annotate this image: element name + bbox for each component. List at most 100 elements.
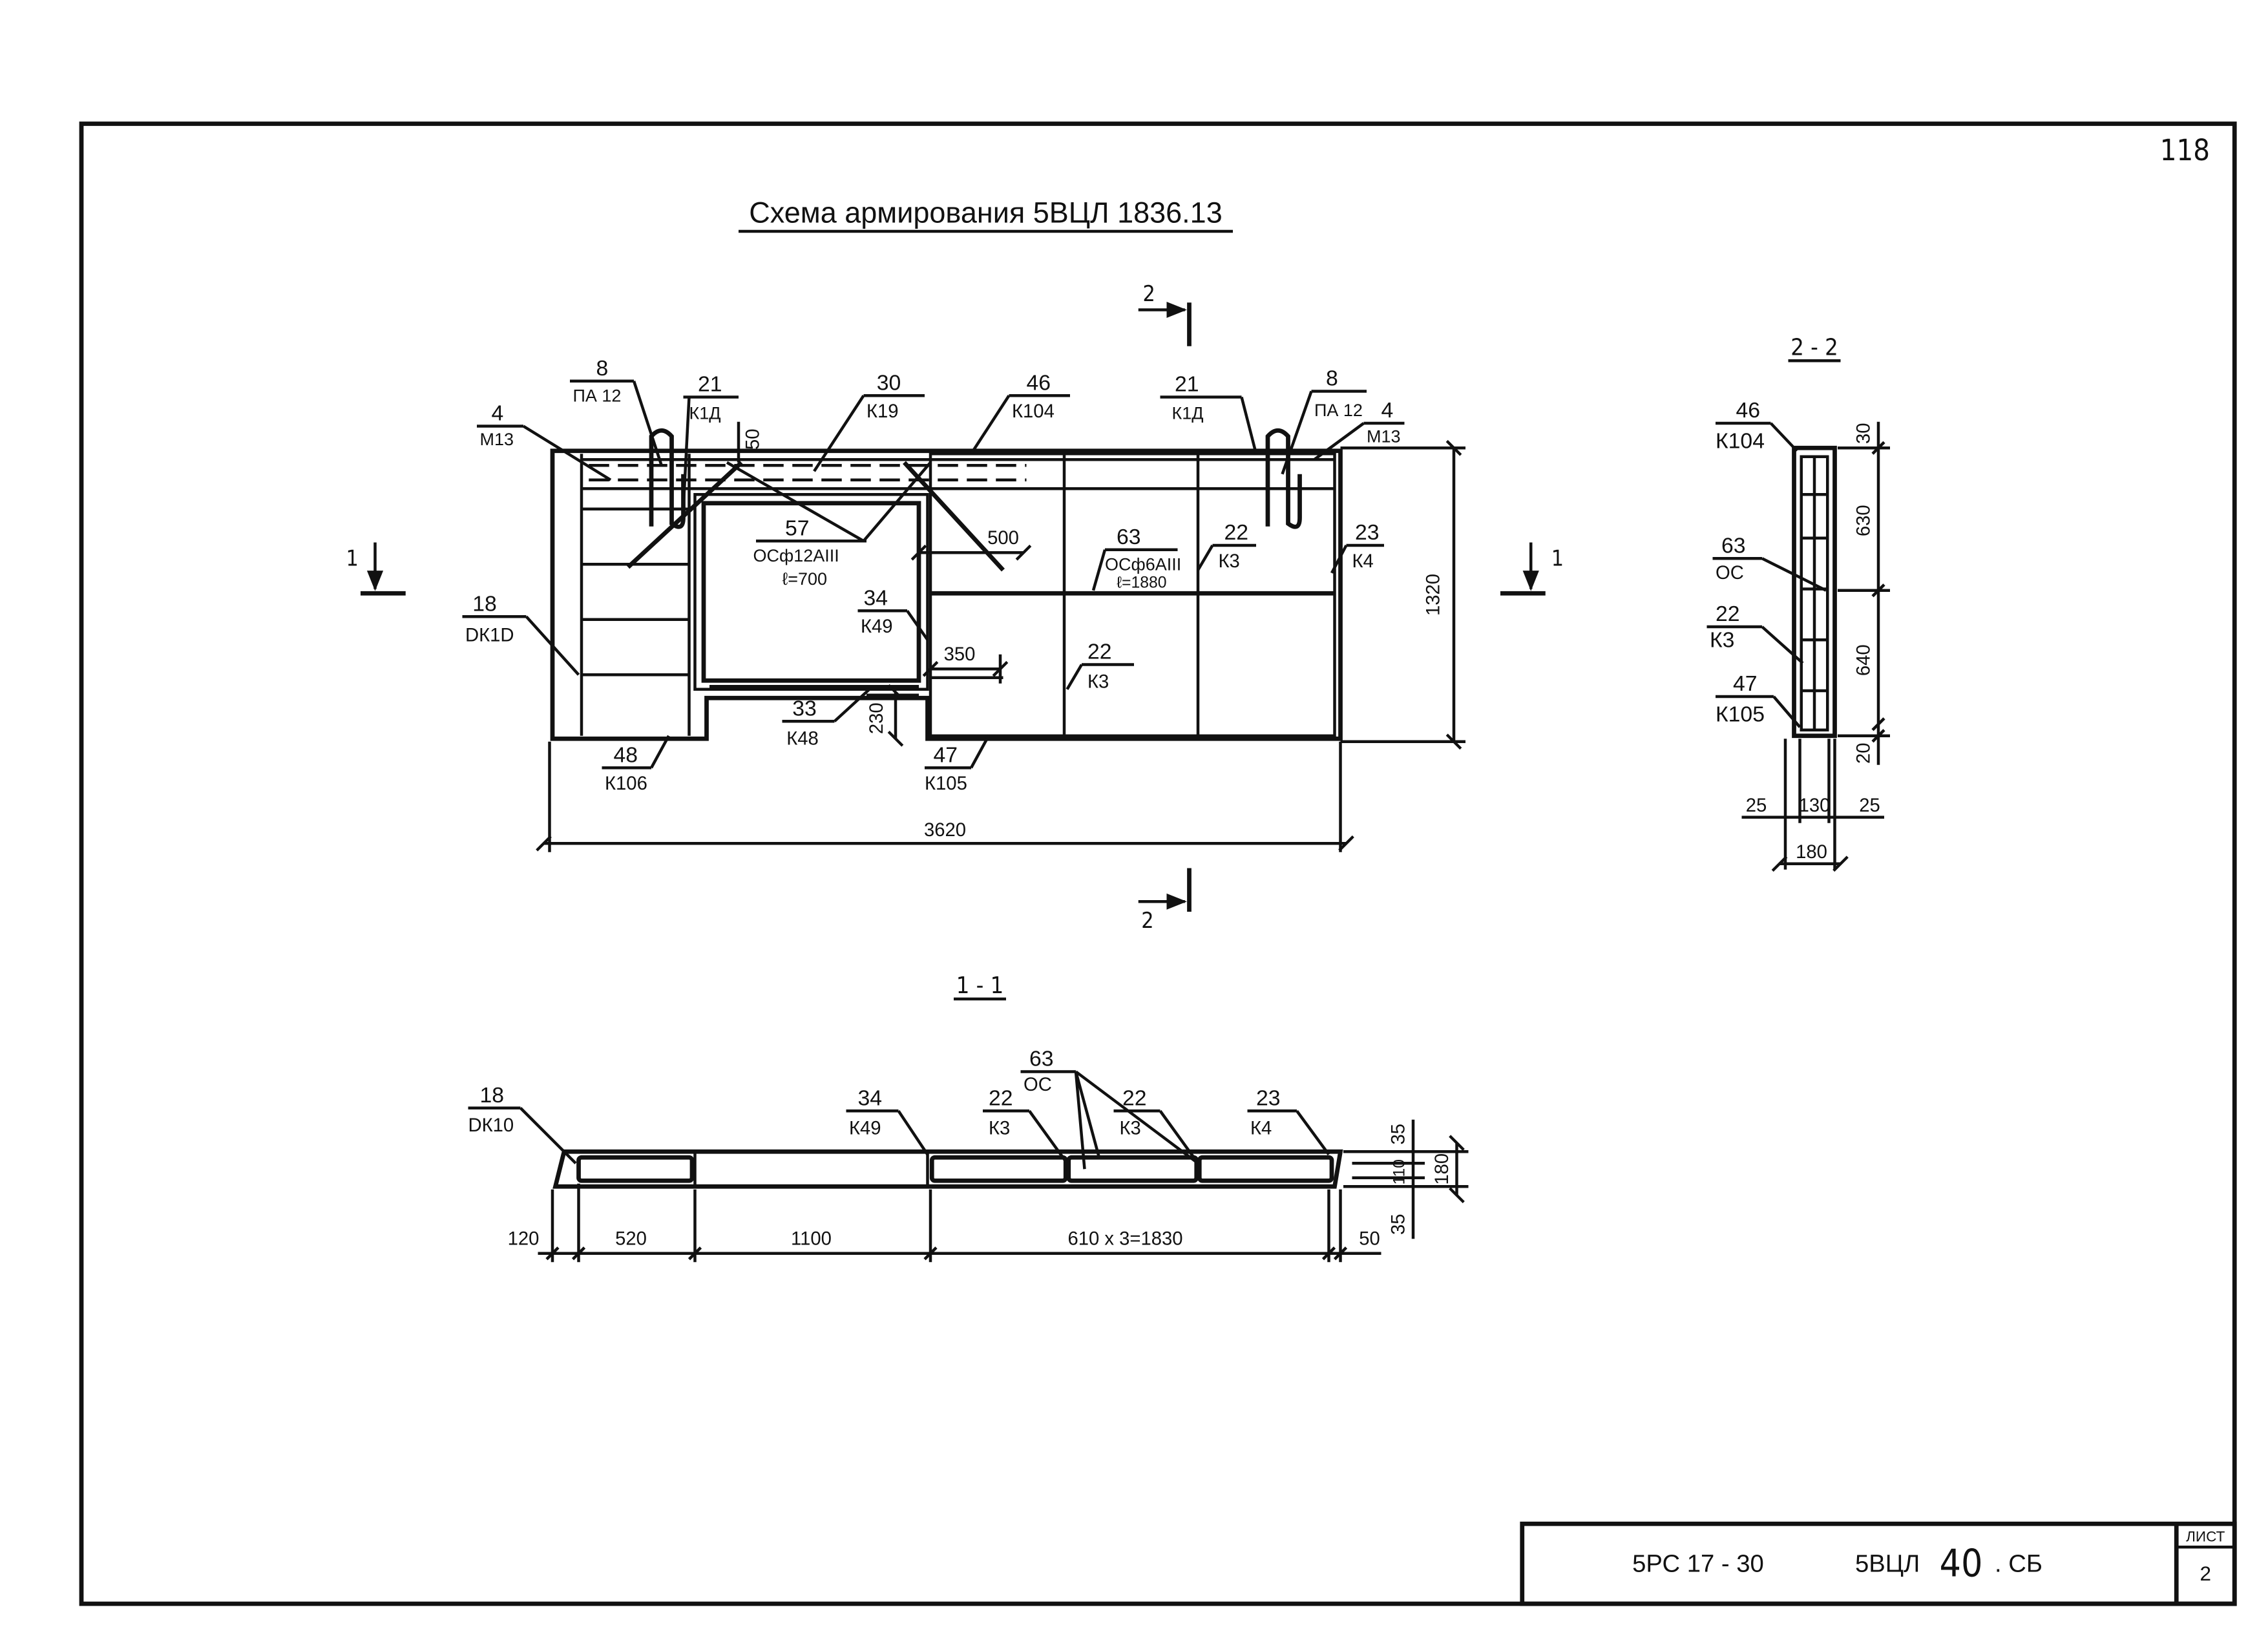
svg-text:ℓ=700: ℓ=700 <box>782 569 828 589</box>
section-2-2: 2 - 2 <box>1788 334 1841 739</box>
section-2-2-callout-47: 47 К105 <box>1716 671 1801 728</box>
svg-text:К3: К3 <box>1219 551 1240 572</box>
lifting-loop-left <box>649 428 686 529</box>
svg-text:ОСф6АIII: ОСф6АIII <box>1105 554 1181 574</box>
svg-text:М13: М13 <box>480 430 514 449</box>
svg-text:630: 630 <box>1854 505 1874 536</box>
svg-text:640: 640 <box>1854 644 1874 676</box>
section-1-1-callout-23: 23 К4 <box>1247 1086 1330 1156</box>
svg-text:50: 50 <box>1359 1228 1380 1249</box>
svg-text:63: 63 <box>1029 1047 1054 1071</box>
section-1-1-title: 1 - 1 <box>956 972 1003 999</box>
svg-text:К19: К19 <box>866 401 899 422</box>
svg-text:22: 22 <box>989 1086 1013 1110</box>
callout-33: 33 К48 <box>782 688 871 749</box>
section-1-1-callout-18: 18 DК10 <box>468 1083 577 1164</box>
svg-text:ПА 12: ПА 12 <box>573 386 622 405</box>
section-mark-2-bottom: 2 <box>1138 868 1192 933</box>
svg-text:К48: К48 <box>786 728 819 749</box>
callout-22-top: 22 К3 <box>1197 520 1256 572</box>
callout-46: 46 К104 <box>970 370 1070 455</box>
svg-text:230: 230 <box>866 702 887 734</box>
sheet-label: ЛИСТ <box>2186 1528 2225 1544</box>
svg-text:К105: К105 <box>1716 702 1765 726</box>
svg-text:К3: К3 <box>1120 1118 1141 1139</box>
section-mark-1-left: 1 <box>346 542 406 596</box>
svg-text:3620: 3620 <box>924 820 966 841</box>
plan-dimensions: 50 500 350 230 1320 3620 <box>536 421 1465 852</box>
svg-text:21: 21 <box>698 372 722 397</box>
svg-text:180: 180 <box>1432 1153 1453 1185</box>
svg-text:46: 46 <box>1027 370 1051 395</box>
svg-text:46: 46 <box>1736 398 1761 423</box>
svg-text:8: 8 <box>1326 366 1338 391</box>
svg-text:57: 57 <box>785 516 810 540</box>
section-2-2-callout-63: 63 ОС <box>1712 533 1827 592</box>
svg-text:48: 48 <box>614 742 638 767</box>
section-mark-2-top: 2 <box>1138 281 1192 346</box>
panel-outline <box>550 448 1343 741</box>
sheet-number: 2 <box>2200 1562 2211 1585</box>
svg-text:63: 63 <box>1117 525 1141 549</box>
svg-text:К104: К104 <box>1716 428 1765 453</box>
callout-30: 30 К19 <box>813 370 925 472</box>
callout-4-right: 4 М13 <box>1313 398 1405 461</box>
svg-text:25: 25 <box>1859 795 1880 816</box>
svg-text:22: 22 <box>1122 1086 1147 1110</box>
svg-text:4: 4 <box>492 401 504 426</box>
svg-text:33: 33 <box>792 696 817 720</box>
svg-text:22: 22 <box>1224 520 1249 545</box>
section-mark-1-right: 1 <box>1500 542 1564 596</box>
svg-text:К3: К3 <box>1710 628 1734 653</box>
svg-text:20: 20 <box>1854 742 1874 764</box>
svg-text:610 х 3=1830: 610 х 3=1830 <box>1067 1228 1182 1249</box>
lifting-loop-right <box>1265 428 1302 529</box>
svg-text:К1Д: К1Д <box>689 403 721 423</box>
section-1-1: 1 - 1 <box>552 972 1343 1189</box>
callout-4-left: 4 М13 <box>477 401 612 481</box>
section-2-2-title: 2 - 2 <box>1790 334 1838 361</box>
sheet-frame <box>79 121 2237 1606</box>
callout-21-right: 21 К1Д <box>1160 372 1258 454</box>
section-2-2-callout-22: 22 К3 <box>1706 602 1804 664</box>
svg-text:35: 35 <box>1389 1213 1409 1235</box>
svg-text:К104: К104 <box>1012 401 1055 422</box>
svg-text:21: 21 <box>1175 372 1199 397</box>
svg-text:50: 50 <box>743 428 764 450</box>
svg-text:К3: К3 <box>1087 672 1109 693</box>
callout-21-left: 21 К1Д <box>682 372 739 509</box>
drawing-title: Схема армирования 5ВЦЛ 1836.13 <box>749 196 1222 229</box>
title-block-doc-suffix: . СБ <box>1995 1550 2042 1578</box>
svg-text:34: 34 <box>858 1086 883 1110</box>
svg-text:23: 23 <box>1256 1086 1281 1110</box>
svg-text:34: 34 <box>864 585 888 610</box>
callout-57: 57 ОСф12АIII ℓ=700 <box>753 516 866 589</box>
svg-text:2: 2 <box>1141 908 1153 933</box>
callout-23: 23 К4 <box>1330 520 1384 574</box>
svg-text:2: 2 <box>1143 281 1155 306</box>
svg-text:DК1D: DК1D <box>465 625 514 646</box>
svg-text:30: 30 <box>877 370 901 395</box>
svg-text:1: 1 <box>346 546 359 571</box>
plan-view <box>550 428 1343 741</box>
svg-text:110: 110 <box>1391 1159 1409 1184</box>
svg-text:К4: К4 <box>1352 551 1374 572</box>
svg-text:47: 47 <box>934 742 958 767</box>
callout-48: 48 К106 <box>602 735 670 794</box>
section-1-1-callout-22b: 22 К3 <box>1113 1086 1199 1164</box>
svg-text:ОС: ОС <box>1024 1075 1052 1095</box>
callout-34: 34 К49 <box>857 585 929 641</box>
section-1-1-callout-63: 63 ОС <box>1020 1047 1199 1170</box>
section-1-1-callout-34: 34 К49 <box>846 1086 929 1155</box>
section-1-1-dimensions: 120 520 1100 610 х 3=1830 50 35 110 35 1… <box>508 1119 1469 1263</box>
svg-text:К1Д: К1Д <box>1172 403 1204 423</box>
svg-text:ОС: ОС <box>1716 563 1744 583</box>
svg-text:22: 22 <box>1087 640 1112 664</box>
title-block: 5РС 17 - 30 5ВЦЛ 40 . СБ ЛИСТ 2 <box>1520 1521 2237 1606</box>
section-2-2-callout-46: 46 К104 <box>1716 398 1798 453</box>
svg-text:35: 35 <box>1389 1124 1409 1145</box>
svg-text:130: 130 <box>1799 795 1831 816</box>
svg-text:500: 500 <box>987 528 1019 549</box>
svg-text:180: 180 <box>1796 842 1827 863</box>
